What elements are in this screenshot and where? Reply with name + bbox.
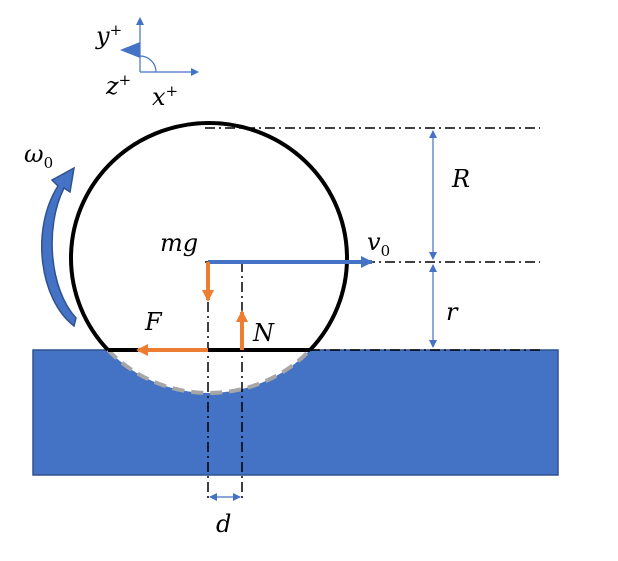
hidden-arc bbox=[106, 348, 312, 396]
velocity-label: v0 bbox=[367, 228, 390, 260]
ground-surface bbox=[32, 349, 559, 476]
x-axis-label: x+ bbox=[152, 82, 178, 111]
rotation-sense-arc bbox=[139, 55, 157, 73]
friction-label: F bbox=[144, 308, 163, 336]
y-axis-label: y+ bbox=[95, 21, 122, 50]
weight-label: mg bbox=[160, 229, 198, 257]
normal-force-label: N bbox=[252, 319, 275, 347]
offset-d-label: d bbox=[216, 510, 231, 538]
angular-velocity-label: ω0 bbox=[24, 140, 53, 172]
z-axis-label: z+ bbox=[105, 71, 131, 100]
radius-R-label: R bbox=[451, 165, 470, 193]
radius-r-label: r bbox=[446, 298, 459, 326]
z-axis-arrow-icon bbox=[120, 42, 140, 58]
rotation-arrow-icon bbox=[41, 166, 77, 328]
coordinate-axes bbox=[120, 17, 199, 76]
ball-outline bbox=[69, 121, 349, 352]
